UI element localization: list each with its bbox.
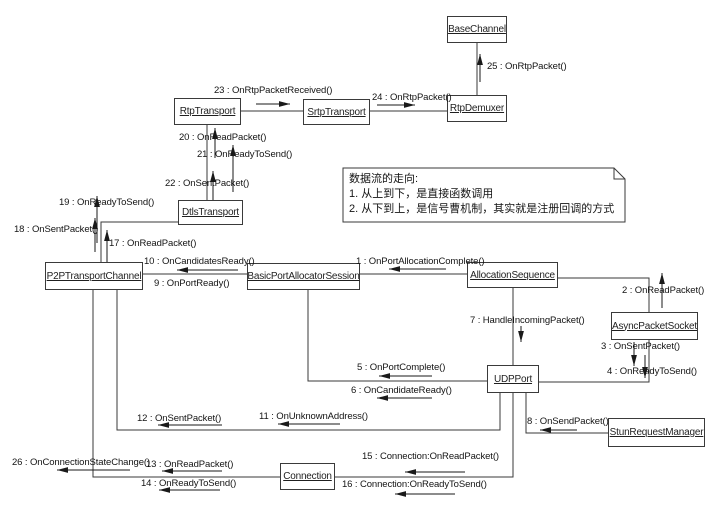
message-label-1: 1 : OnPortAllocationComplete() (356, 256, 485, 267)
message-label-7: 7 : HandleIncomingPacket() (470, 315, 585, 326)
message-label-26: 26 : OnConnectionStateChange() (12, 457, 151, 468)
class-box-basechannel: BaseChannel (447, 16, 507, 43)
message-label-4: 4 : OnReadyToSend() (607, 366, 697, 377)
message-label-13: 13 : OnReadPacket() (146, 459, 234, 470)
class-label-dtlstransport: DtlsTransport (181, 207, 240, 218)
class-label-udpport: UDPPort (493, 373, 533, 385)
message-label-5: 5 : OnPortComplete() (357, 362, 446, 373)
class-label-allocationsequence: AllocationSequence (470, 269, 555, 281)
class-label-rtptransport: RtpTransport (179, 106, 236, 117)
message-label-20: 20 : OnReadPacket() (179, 132, 267, 143)
note-line-2: 1. 从上到下，是直接函数调用 (349, 188, 494, 200)
class-label-rtpdemuxer: RtpDemuxer (449, 103, 505, 114)
message-label-9: 9 : OnPortReady() (154, 278, 230, 289)
message-label-23: 23 : OnRtpPacketReceived() (214, 85, 333, 96)
note-line-1: 数据流的走向: (349, 173, 419, 185)
class-label-asyncpacketsocket: AsyncPacketSocket (612, 320, 697, 332)
note-outline (342, 167, 626, 223)
class-label-connection: Connection (283, 471, 332, 482)
message-label-11: 11 : OnUnknownAddress() (259, 411, 368, 422)
class-box-basicportallocatorsession: BasicPortAllocatorSession (247, 263, 360, 290)
class-box-rtpdemuxer: RtpDemuxer (447, 95, 507, 122)
note-fold-icon (613, 168, 625, 180)
class-box-udpport: UDPPort (487, 365, 539, 393)
message-label-24: 24 : OnRtpPacket() (372, 92, 452, 103)
link-asyncpacketsocket-udpport (539, 340, 650, 383)
note-shape (342, 167, 626, 223)
class-box-dtlstransport: DtlsTransport (178, 200, 243, 225)
class-box-srtptransport: SrtpTransport (303, 99, 370, 125)
message-label-16: 16 : Connection:OnReadyToSend() (342, 479, 487, 490)
class-label-basicportallocatorsession: BasicPortAllocatorSession (247, 271, 360, 282)
message-label-21: 21 : OnReadyToSend() (197, 149, 293, 160)
message-label-2: 2 : OnReadPacket() (622, 285, 705, 296)
class-box-connection: Connection (280, 463, 335, 490)
link-udpport-stunrequestmanager (525, 393, 608, 434)
link-udpport-p2pchannel (116, 290, 501, 431)
message-label-17: 17 : OnReadPacket() (109, 238, 197, 249)
note-line-3: 2. 从下到上，是信号曹机制，其实就是注册回调的方式 (349, 203, 615, 215)
message-label-18: 18 : OnSentPacket() (14, 224, 99, 235)
message-label-10: 10 : OnCandidatesReady() (144, 256, 255, 267)
class-box-rtptransport: RtpTransport (174, 98, 241, 125)
message-label-22: 22 : OnSentPacket() (165, 178, 250, 189)
note: 数据流的走向: 1. 从上到下，是直接函数调用 2. 从下到上，是信号曹机制，其… (349, 172, 621, 217)
link-allocationsequence-asyncpacketsocket (558, 277, 650, 312)
message-label-14: 14 : OnReadyToSend() (141, 478, 237, 489)
class-box-allocationsequence: AllocationSequence (467, 262, 558, 288)
class-label-basechannel: BaseChannel (448, 24, 506, 35)
class-label-stunrequestmanager: StunRequestManager (609, 427, 704, 438)
class-box-stunrequestmanager: StunRequestManager (608, 418, 705, 447)
message-label-8: 8 : OnSendPacket() (527, 416, 609, 427)
class-label-p2ptransportchannel: P2PTransportChannel (46, 270, 142, 282)
message-arrows (57, 54, 665, 497)
message-label-6: 6 : OnCandidateReady() (351, 385, 452, 396)
class-box-asyncpacketsocket: AsyncPacketSocket (611, 312, 698, 340)
link-udpport-connection-p2pchannel (92, 290, 514, 478)
link-dtlstransport-p2pchannel (100, 221, 178, 262)
class-box-p2ptransportchannel: P2PTransportChannel (45, 262, 143, 290)
class-label-srtptransport: SrtpTransport (307, 106, 366, 118)
link-udpport-allocatorsession (307, 290, 487, 382)
message-label-3: 3 : OnSentPacket() (601, 341, 680, 352)
message-label-15: 15 : Connection:OnReadPacket() (362, 451, 499, 462)
message-label-19: 19 : OnReadyToSend() (59, 197, 155, 208)
message-label-12: 12 : OnSentPacket() (137, 413, 222, 424)
message-label-25: 25 : OnRtpPacket() (487, 61, 567, 72)
